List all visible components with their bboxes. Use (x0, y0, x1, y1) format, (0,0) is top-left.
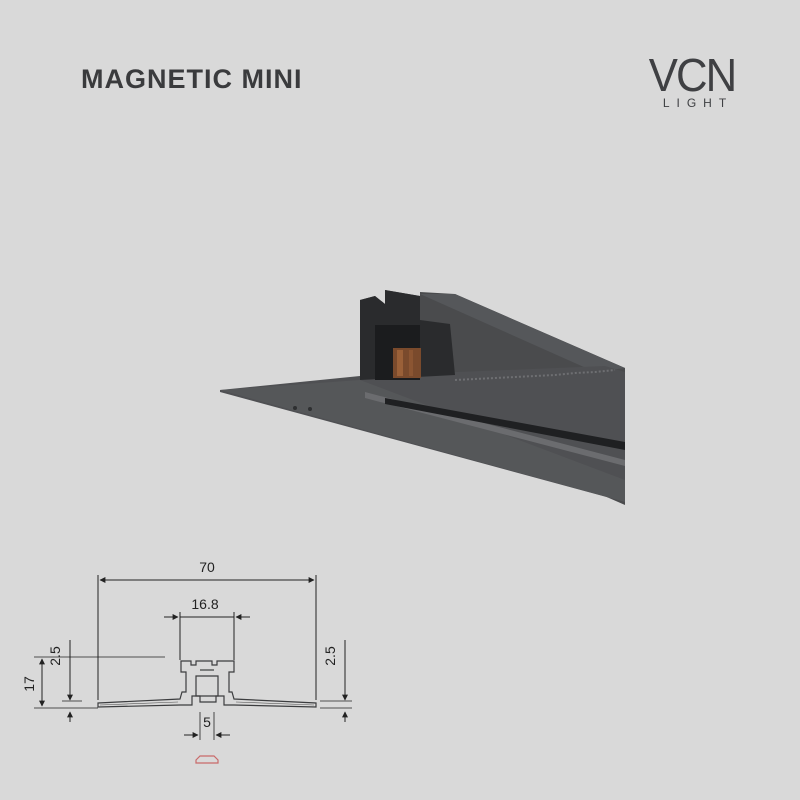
logo-sub-text: LIGHT (662, 96, 734, 110)
dim-total-width: 70 (199, 559, 215, 575)
page-title: MAGNETIC MINI (81, 64, 303, 94)
dim-left-lip: 2.5 (47, 646, 63, 666)
brand-logo: VCN LIGHT (640, 52, 744, 110)
dim-right-lip: 2.5 (322, 646, 338, 666)
light-insert-icon (195, 755, 219, 764)
dim-total-height: 17 (21, 676, 37, 692)
magnetic-track-profile-render (220, 290, 625, 505)
dim-slot-width: 5 (203, 714, 211, 730)
dim-channel-width: 16.8 (191, 596, 218, 612)
profile-cross-section (97, 660, 317, 708)
logo-main-text: VCN (648, 49, 737, 101)
flange-texture (99, 701, 315, 706)
dimension-drawing: 70 16.8 17 2.5 2.5 5 (21, 559, 352, 764)
